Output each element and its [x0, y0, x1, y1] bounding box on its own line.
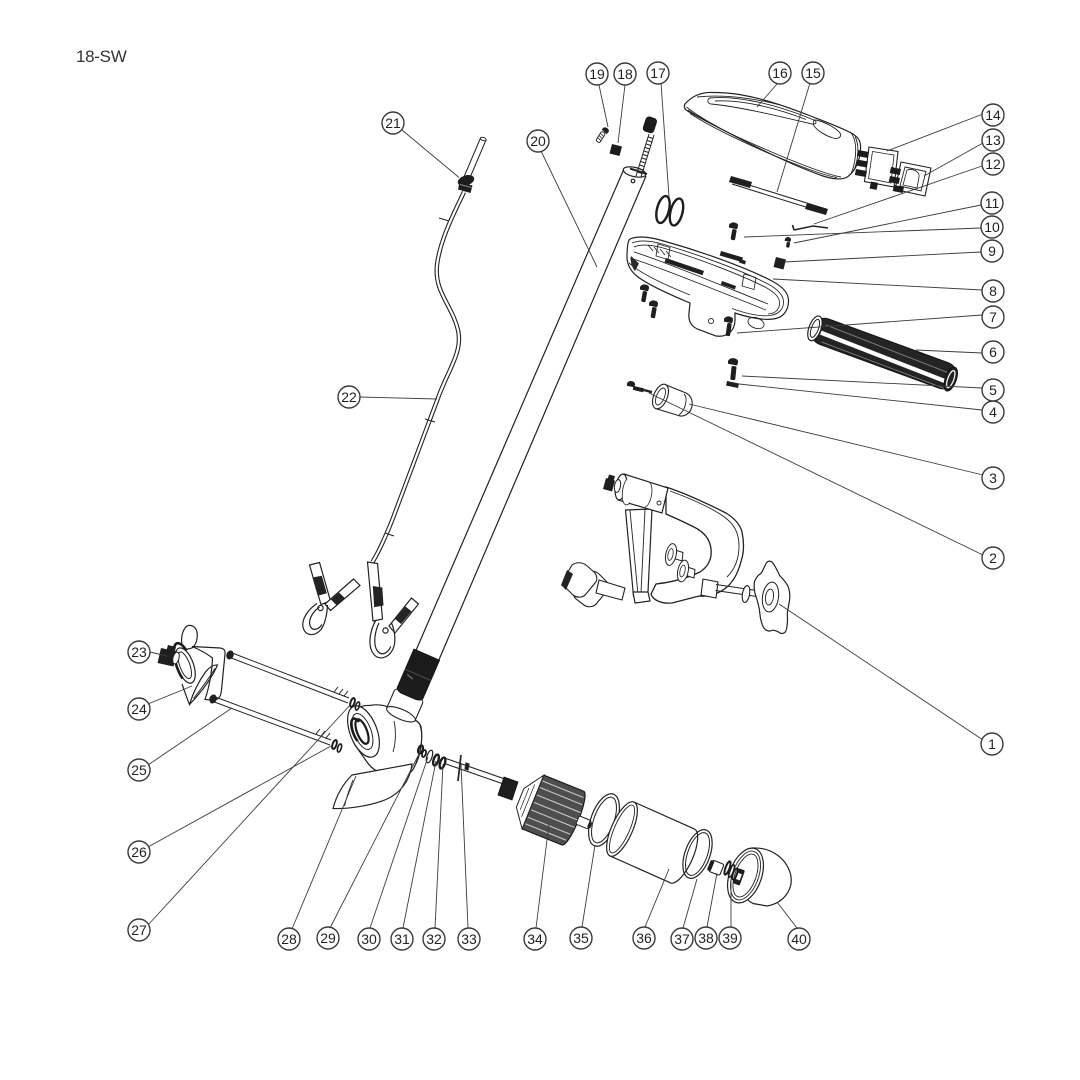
svg-text:2: 2	[989, 550, 997, 566]
svg-text:25: 25	[131, 762, 147, 778]
svg-text:18: 18	[617, 66, 633, 82]
svg-text:4: 4	[989, 404, 997, 420]
svg-text:12: 12	[985, 156, 1001, 172]
svg-text:10: 10	[984, 219, 1000, 235]
svg-text:23: 23	[131, 644, 147, 660]
svg-text:24: 24	[131, 701, 147, 717]
svg-text:20: 20	[530, 133, 546, 149]
svg-text:34: 34	[527, 931, 543, 947]
svg-text:28: 28	[281, 931, 297, 947]
svg-text:27: 27	[131, 922, 147, 938]
svg-text:8: 8	[989, 283, 997, 299]
svg-text:38: 38	[698, 930, 714, 946]
svg-text:16: 16	[772, 65, 788, 81]
svg-text:6: 6	[989, 344, 997, 360]
svg-text:35: 35	[573, 930, 589, 946]
svg-text:37: 37	[674, 931, 690, 947]
svg-text:18-SW: 18-SW	[76, 47, 127, 66]
svg-text:22: 22	[341, 389, 357, 405]
svg-text:26: 26	[131, 844, 147, 860]
svg-text:7: 7	[989, 309, 997, 325]
svg-text:31: 31	[394, 931, 410, 947]
svg-text:15: 15	[805, 65, 821, 81]
svg-text:21: 21	[385, 115, 401, 131]
svg-text:17: 17	[650, 65, 666, 81]
svg-text:33: 33	[461, 931, 477, 947]
svg-text:32: 32	[426, 931, 442, 947]
svg-text:5: 5	[989, 382, 997, 398]
svg-text:36: 36	[636, 930, 652, 946]
svg-text:19: 19	[589, 66, 605, 82]
svg-text:29: 29	[320, 930, 336, 946]
svg-text:13: 13	[985, 132, 1001, 148]
svg-text:1: 1	[988, 736, 996, 752]
svg-text:3: 3	[989, 470, 997, 486]
svg-text:39: 39	[722, 930, 738, 946]
svg-text:11: 11	[985, 195, 1000, 211]
svg-text:40: 40	[791, 931, 807, 947]
svg-text:9: 9	[988, 243, 996, 259]
svg-text:30: 30	[361, 931, 377, 947]
svg-text:14: 14	[985, 107, 1001, 123]
